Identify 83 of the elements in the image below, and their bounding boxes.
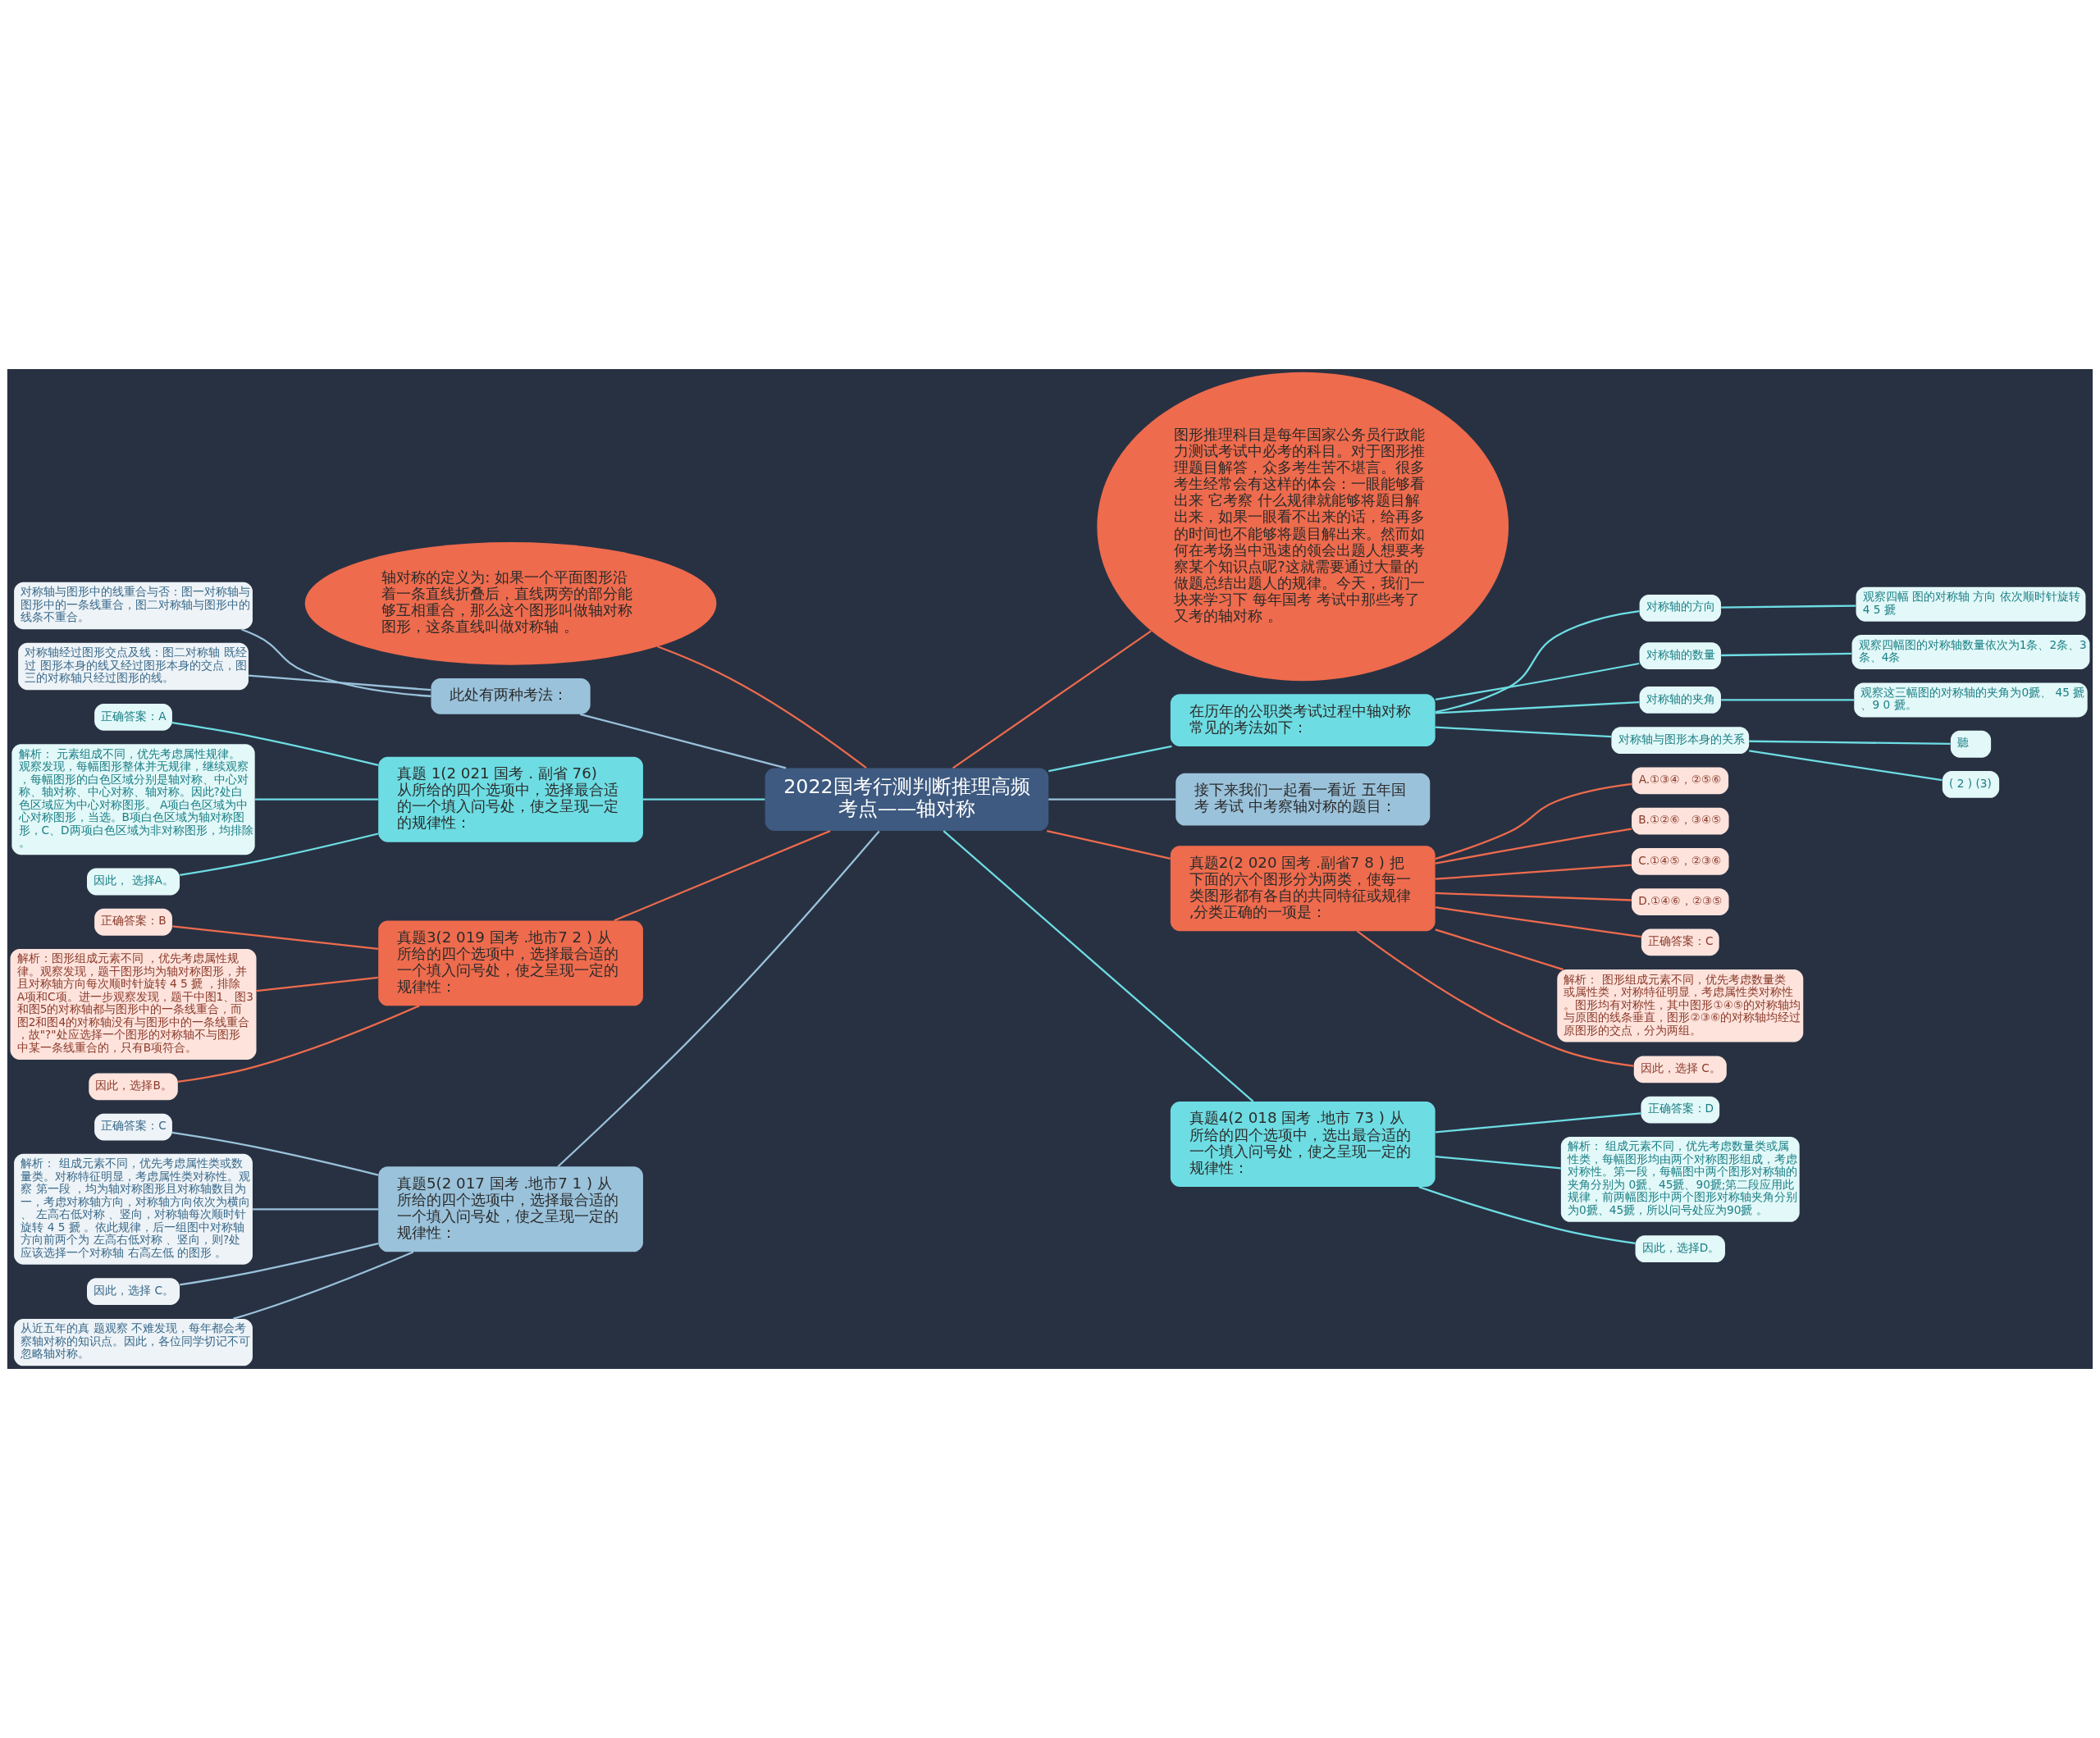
node-box: 因此，选择 C。	[1633, 1056, 1727, 1083]
connector	[943, 830, 1254, 1102]
node-box: 对称轴与图形中的线重合与否：图一对称轴与图形中的一条线重合，图二对称轴与图形中的线条不重合。	[14, 582, 253, 630]
node-box: 因此，选择 C。	[87, 1278, 180, 1306]
connector	[253, 1208, 379, 1211]
connector	[1048, 798, 1176, 801]
connector	[172, 925, 379, 950]
connector	[1048, 745, 1172, 773]
connector	[177, 1005, 420, 1083]
node-box: 对称轴与图形本身的关系	[1611, 727, 1750, 755]
node-box: 真题4(2 018 国考 .地市 73 ) 从所给的四个选项中，选出最合适的一个填入问号处，使之呈现一定的规律性：	[1170, 1102, 1436, 1187]
node-ellipse: 轴对称的定义为: 如果一个平面图形沿着一条直线折叠后，直线两旁的部分能够互相重合，那么这个图形叫做轴对称图形，这条直线叫做对称轴 。	[304, 542, 717, 665]
connector	[657, 645, 867, 769]
connector	[1435, 892, 1632, 901]
node-box: B.①②⑥，③④⑤	[1632, 807, 1729, 835]
node-box: 正确答案：D	[1641, 1096, 1720, 1124]
node-box: D.①④⑥，②③⑤	[1632, 888, 1729, 915]
connector	[1749, 740, 1951, 746]
connector	[1435, 906, 1641, 938]
node-box: 真题2(2 020 国考 .副省7 8 ) 把下面的六个图形分为两类，使每一类图形都有各自的共同特征或规律 ,分类正确的一项是：	[1170, 846, 1436, 932]
connector	[952, 630, 1152, 769]
node-box: 因此，选择D。	[1635, 1235, 1725, 1263]
node-box: 真题5(2 017 国考 .地市7 1 ) 从所给的四个选项中，选择最合适的一个填入问号处，使之呈现一定的规律性：	[378, 1166, 643, 1252]
connector	[1418, 1186, 1636, 1244]
node-box: 正确答案：A	[94, 704, 172, 731]
connector	[1435, 828, 1632, 864]
connector	[579, 713, 787, 769]
connector	[1435, 864, 1632, 880]
node-box: 因此，选择B。	[89, 1073, 178, 1101]
node-box: 因此， 选择A。	[87, 868, 180, 896]
connector	[1435, 726, 1612, 738]
connector	[1721, 652, 1852, 657]
connector	[557, 830, 880, 1168]
connector	[1435, 662, 1640, 700]
connector	[1749, 750, 1942, 782]
node-box: 对称轴的方向	[1639, 594, 1721, 622]
node-box: 解析： 图形组成元素不同，优先考虑数量类或属性类，对称特征明显，考虑属性类对称性。图形均有对称性，其中图形①④⑤的对称轴均与原图的线条垂直，图形②③⑥的对称轴均经过原图形的交点，分为两组。	[1557, 969, 1804, 1042]
node-box: 观察四幅 图的对称轴 方向 依次顺时针旋转 4 5 搋	[1856, 586, 2086, 622]
node-box: 真题3(2 019 国考 .地市7 2 ) 从所给的四个选项中，选择最合适的一个填入问号处，使之呈现一定的规律性：	[378, 920, 643, 1006]
connector	[1435, 700, 1640, 714]
node-ellipse: 图形推理科目是每年国家公务员行政能力测试考试中必考的科目。对于图形推理题目解答，众多考生苦不堪言。很多考生经常会有这样的体会：一眼能够看出来 它考察 什么规律就能够将题目解出来，如果一眼看不出来的话，给再多的时间也不能够将题目解出来。然而如何在考场当中迅速的领会出题人想要考察某个知识点呢?这就需要通过大量的做题总结出题人的规律。今天，我们一块来学习下 每年国考 考试中那些考了又考的轴对称 。	[1097, 372, 1509, 682]
connector	[249, 674, 431, 691]
connector	[254, 798, 378, 801]
connector	[1047, 829, 1171, 860]
node-box: 正确答案：C	[94, 1113, 172, 1141]
node-box: 解析： 组成元素不同，优先考虑属性类或数量类。对称特征明显，考虑属性类对称性。观察 第一段 ，均为轴对称图形且对称轴数目为一，考虑对称轴方向，对称轴方向依次为横向、 左高右低对称 、竖向，对称轴每次顺时针旋转 4 5 搋 。依此规律，后一组图中对称轴方向前两个为 左高右低对称 、竖向，则?处应该选择一个对称轴 右高左低 的图形 。	[14, 1153, 253, 1265]
node-box: 在历年的公职类考试过程中轴对称常见的考法如下：	[1170, 694, 1436, 746]
node-box: 解析： 元素组成不同，优先考虑属性规律。观察发现，每幅图形整体并无规律，继续观察，每幅图形的白色区域分别是轴对称、中心对称、轴对称、中心对称、轴对称。因此?处白色区域应为中心对称图形。 A项白色区域为中心对称图形，当选。B项白色区域为轴对称图形，C、D两项白色区域为非对称图形，均排除。	[11, 744, 255, 855]
connector	[240, 628, 431, 697]
connector	[171, 722, 379, 766]
connector	[180, 1243, 379, 1286]
node-box: 真题 1(2 021 国考 . 副省 76) 从所给的四个选项中，选择最合适的一个填入问号处，使之呈现一定的规律性：	[378, 756, 643, 842]
node-box: 解析： 组成元素不同，优先考虑数量类或属性类，每幅图形均由两个对称图形组成，考虑对称性。第一段，每幅图中两个图形对称轴的夹角分别为 0搋、45搋、90搋;第二段应用此规律，前两幅图形中两个图形对称轴夹角分别为0搋、45搋，所以问号处应为90搋 。	[1560, 1136, 1800, 1222]
node-box: 对称轴的夹角	[1639, 687, 1721, 714]
connector	[256, 976, 378, 992]
connector	[232, 1251, 414, 1320]
connector	[643, 798, 765, 801]
node-box: 此处有两种考法：	[431, 678, 591, 714]
connector	[1435, 782, 1632, 860]
node-box: 2022国考行测判断推理高频考点——轴对称	[765, 768, 1049, 831]
node-box: 接下来我们一起看一看近 五年国考 考试 中考察轴对称的题目：	[1176, 773, 1431, 826]
node-box: 解析：图形组成元素不同 ，优先考虑属性规律。观察发现，题干图形均为轴对称图形，并且对称轴方向每次顺时针旋转 4 5 搋 ，排除A项和C项。进一步观察发现，题干中图1、图3和图5的对称轴都与图形中的一条线重合，而图2和图4的对称轴没有与图形中的一条线重合，故"?"处应选择一个图形的对称轴不与图形中某一条线重合的，只有B项符合。	[10, 949, 257, 1060]
connector	[614, 830, 831, 922]
connector	[1435, 609, 1640, 714]
connector	[180, 833, 379, 876]
connector	[1435, 928, 1564, 971]
connector	[1721, 699, 1855, 701]
connector	[1721, 604, 1856, 609]
node-box: A.①③④，②⑤⑥	[1632, 767, 1729, 795]
node-box: 聽	[1950, 730, 1992, 758]
connector	[171, 1131, 379, 1176]
node-box: 对称轴经过图形交点及线：图二对称轴 既经过 图形本身的线又经过图形本身的交点，图三的对称轴只经过图形的线。	[18, 642, 249, 691]
connector	[1356, 930, 1634, 1067]
node-box: 对称轴的数量	[1639, 642, 1721, 670]
node-box: 观察四幅图的对称轴数量依次为1条、2条、3条、4条	[1851, 635, 2090, 670]
connector	[1435, 1155, 1561, 1170]
connector	[1435, 1112, 1641, 1134]
node-box: 正确答案：B	[94, 908, 172, 936]
node-box: 正确答案：C	[1641, 928, 1719, 956]
node-box: 从近五年的真 题观察 不难发现，每年都会考察轴对称的知识点。因此，各位同学切记不可忽略轴对称。	[14, 1318, 253, 1366]
node-box: ( 2 ) (3)	[1942, 771, 2000, 798]
node-box: C.①④⑤，②③⑥	[1632, 847, 1729, 875]
node-box: 观察这三幅图的对称轴的夹角为0搋、 45 搋、9 0 搋。	[1854, 682, 2088, 718]
